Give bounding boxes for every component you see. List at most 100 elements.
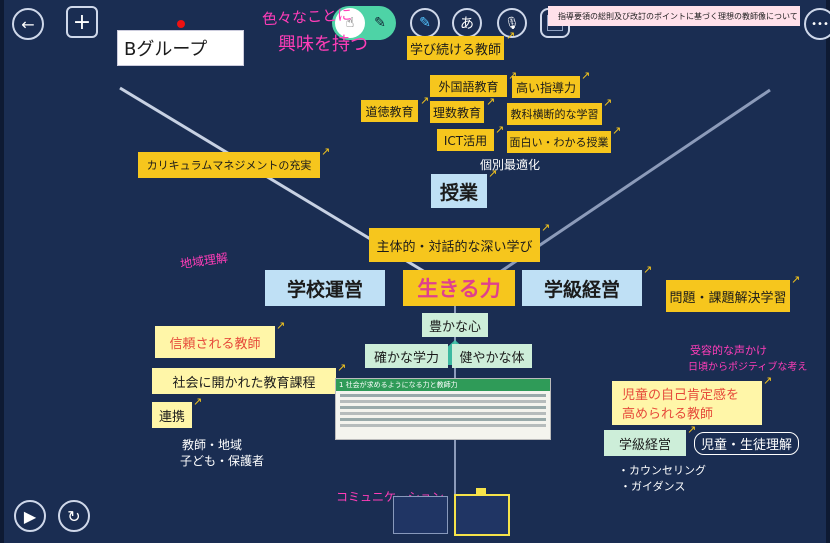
card-label: カリキュラムマネジメントの充実 (146, 159, 312, 172)
group-title: Bグループ (124, 39, 208, 60)
arrow-icon: ↗ (508, 69, 518, 82)
select-tool-button[interactable]: ☝ (335, 8, 365, 38)
plus-icon: + (72, 9, 92, 35)
handwriting-interest[interactable]: 興味を持つ (278, 34, 368, 55)
handwriting-partners-line1[interactable]: 教師・地域 (182, 438, 243, 452)
arrow-icon: ↗ (420, 94, 430, 107)
more-button[interactable]: ••• (804, 8, 830, 40)
card-self-esteem-teacher[interactable]: 児童の自己肯定感を 高められる教師 (612, 381, 762, 425)
card-open-curriculum[interactable]: 社会に開かれた教育課程 (152, 368, 336, 394)
card-cross-subject[interactable]: 教科横断的な学習 (507, 103, 602, 125)
card-cooperation[interactable]: 連携 (152, 402, 192, 428)
refresh-icon: ↻ (67, 506, 81, 526)
card-active-learning[interactable]: 主体的・対話的な深い学び (369, 228, 540, 262)
arrow-icon: ↗ (276, 319, 286, 332)
marker-tool-button[interactable]: ✎ (365, 8, 395, 38)
handwriting-receptive-line1[interactable]: 受容的な声かけ (690, 344, 767, 357)
minimap-current-indicator (476, 488, 486, 494)
pen-tool-button[interactable]: ✎ (410, 8, 440, 38)
group-title-card[interactable]: Bグループ (117, 30, 244, 66)
card-solid-ability[interactable]: 確かな学力 (365, 344, 448, 368)
card-label: 社会に開かれた教育課程 (172, 375, 316, 391)
document-text-line (340, 406, 546, 409)
document-text-line (340, 394, 546, 397)
mic-button[interactable]: 🎙 (497, 8, 527, 38)
card-science-math[interactable]: 理数教育 (430, 101, 484, 123)
card-ict[interactable]: ICT活用 (437, 129, 494, 151)
arrow-icon: ↗ (687, 423, 697, 436)
card-class-management[interactable]: 学級経営 (522, 270, 642, 306)
card-label: 主体的・対話的な深い学び (376, 239, 533, 255)
card-label: ICT活用 (443, 133, 488, 148)
card-teaching-power[interactable]: 高い指導力 (512, 76, 580, 98)
arrow-icon: ↗ (486, 95, 496, 108)
card-label: 高い指導力 (515, 80, 576, 95)
card-label: 学び続ける教師 (409, 42, 501, 58)
pdf-document-image[interactable]: 1 社会が求めるようになる力と教師力 (335, 378, 551, 440)
card-lesson[interactable]: 授業 (431, 174, 487, 208)
arrow-icon: ↗ (506, 29, 516, 42)
arrow-icon: ↗ (337, 361, 347, 374)
card-fun-lesson[interactable]: 面白い・わかる授業 (507, 131, 611, 153)
handwriting-receptive-line2[interactable]: 日頃からポジティブな考え (688, 362, 808, 373)
card-label: 面白い・わかる授業 (509, 136, 609, 149)
card-label: 教科横断的な学習 (510, 108, 599, 121)
replay-button[interactable]: ↻ (58, 500, 90, 532)
card-label: 信頼される教師 (169, 336, 261, 352)
arrow-icon: ↗ (321, 145, 331, 158)
card-keep-learning[interactable]: 学び続ける教師 (407, 36, 504, 60)
play-button[interactable]: ▶ (14, 500, 46, 532)
back-icon: ← (21, 14, 35, 34)
minimap-page-current[interactable] (454, 494, 510, 536)
handwriting-individual[interactable]: 個別最適化 (480, 158, 541, 172)
handwriting-partners-line2[interactable]: 子ども・保護者 (180, 454, 265, 468)
left-frame-edge (0, 0, 4, 543)
card-label: 生きる力 (417, 277, 501, 301)
more-icon: ••• (811, 18, 829, 30)
document-text-line (340, 412, 546, 415)
card-label: 連携 (158, 409, 185, 425)
arrow-icon: ↗ (763, 374, 773, 387)
card-label: 理数教育 (432, 105, 481, 120)
pen-icon: ✎ (419, 15, 431, 31)
card-healthy-body[interactable]: 健やかな体 (452, 344, 532, 368)
pdf-tab-title: 指導要領の総則及び改訂のポイントに基づく理想の教師像について (558, 11, 798, 21)
microphone-icon: 🎙 (504, 16, 520, 30)
document-text-line (340, 418, 546, 421)
back-button[interactable]: ← (12, 8, 44, 40)
card-label: 学校運営 (286, 278, 363, 301)
card-class-management-small[interactable]: 学級経営 (604, 430, 686, 456)
arrow-icon: ↗ (193, 395, 203, 408)
hand-pointer-icon: ☝ (345, 15, 355, 31)
arrow-icon: ↗ (541, 221, 551, 234)
document-text-line (340, 424, 546, 427)
arrow-icon: ↗ (581, 69, 591, 82)
card-school-management[interactable]: 学校運営 (265, 270, 385, 306)
arrow-icon: ↗ (603, 96, 613, 109)
card-label: 学級経営 (618, 437, 671, 453)
handwriting-counseling[interactable]: ・カウンセリング (618, 464, 706, 477)
card-label: 道徳教育 (365, 104, 414, 119)
handwriting-understanding[interactable]: 児童・生徒理解 (694, 432, 800, 455)
minimap-page-left[interactable] (393, 496, 448, 534)
card-label: 確かな学力 (373, 350, 439, 366)
arrow-icon: ↗ (791, 273, 801, 286)
card-label-line2: 高められる教師 (622, 407, 714, 422)
card-curriculum[interactable]: カリキュラムマネジメントの充実 (138, 152, 320, 178)
handwriting-guidance[interactable]: ・ガイダンス (620, 480, 686, 493)
card-label: 問題・課題解決学習 (669, 290, 787, 306)
card-problem-solving[interactable]: 問題・課題解決学習 (666, 280, 790, 312)
add-card-button[interactable]: + (66, 6, 98, 38)
card-moral-education[interactable]: 道徳教育 (361, 100, 418, 122)
text-tool-button[interactable]: あ (452, 8, 482, 38)
document-text-line (340, 400, 546, 403)
card-label: 豊かな心 (428, 319, 481, 335)
card-zest-for-living[interactable]: 生きる力 (403, 270, 515, 306)
marker-icon: ✎ (374, 15, 386, 31)
arrow-icon: ↗ (495, 123, 505, 136)
card-foreign-language[interactable]: 外国語教育 (430, 75, 507, 97)
card-rich-heart[interactable]: 豊かな心 (422, 313, 488, 337)
pdf-document-tab[interactable]: 指導要領の総則及び改訂のポイントに基づく理想の教師像について (548, 6, 800, 26)
card-trusted-teacher[interactable]: 信頼される教師 (155, 326, 275, 358)
